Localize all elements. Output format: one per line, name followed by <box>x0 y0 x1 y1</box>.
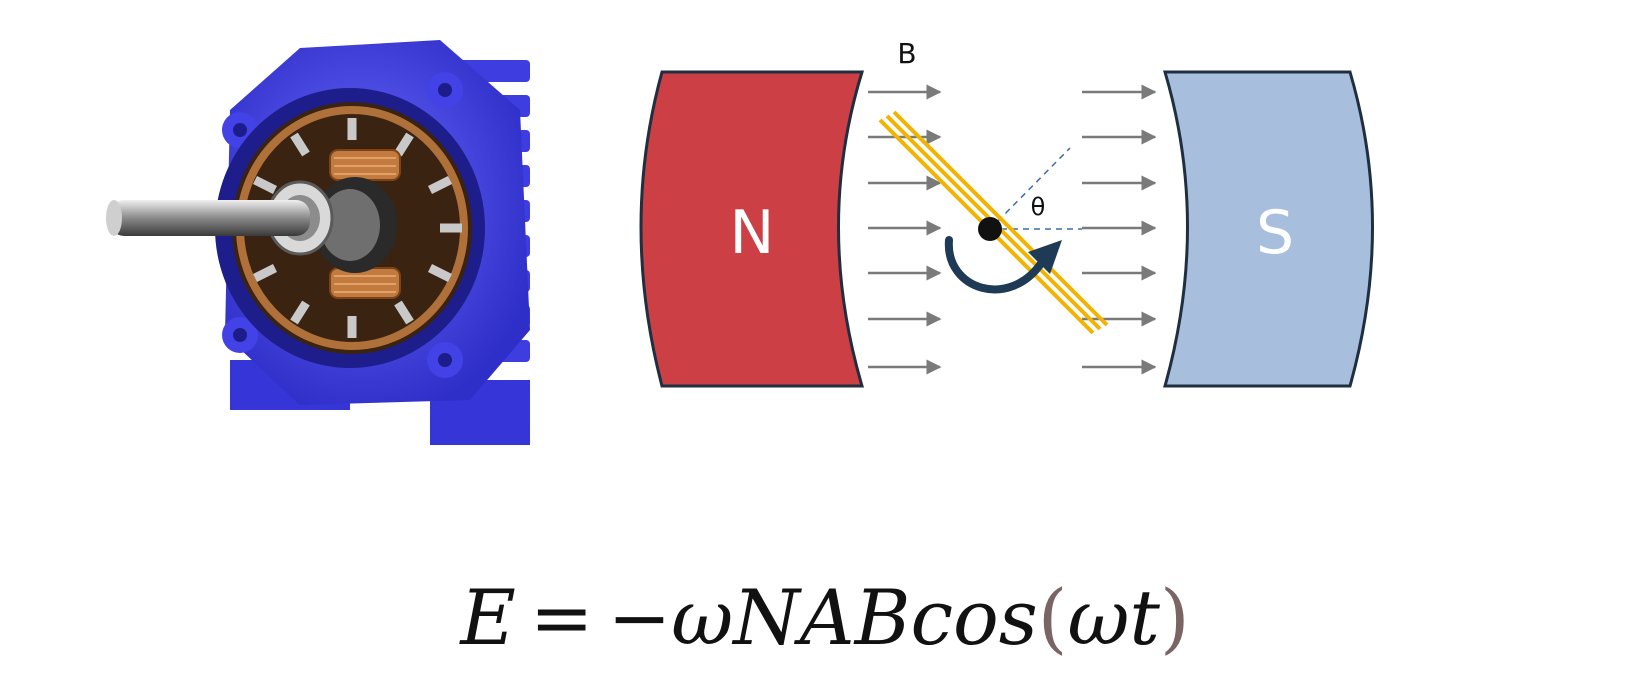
emf-equation: E=−ωNABcos(ωt) <box>0 580 1650 656</box>
north-magnet: N <box>639 70 865 388</box>
equation-lhs: E <box>460 573 516 662</box>
angle-label: θ <box>1031 193 1046 221</box>
equation-rhs: −ωNABcos <box>607 573 1038 662</box>
equation-equals: = <box>529 573 594 662</box>
south-label: S <box>1256 198 1294 268</box>
field-label: B <box>897 37 916 70</box>
rotation-arrow-icon <box>944 236 1062 294</box>
angle-reference <box>989 147 1082 230</box>
electric-motor-icon <box>106 40 530 445</box>
rotation-axis <box>978 217 1002 241</box>
field-lines <box>868 84 1157 375</box>
equation-close-paren: ) <box>1159 573 1190 662</box>
north-label: N <box>730 198 775 268</box>
equation-argument: ωt <box>1067 573 1160 662</box>
equation-open-paren: ( <box>1037 573 1068 662</box>
south-magnet: S <box>1162 70 1374 388</box>
